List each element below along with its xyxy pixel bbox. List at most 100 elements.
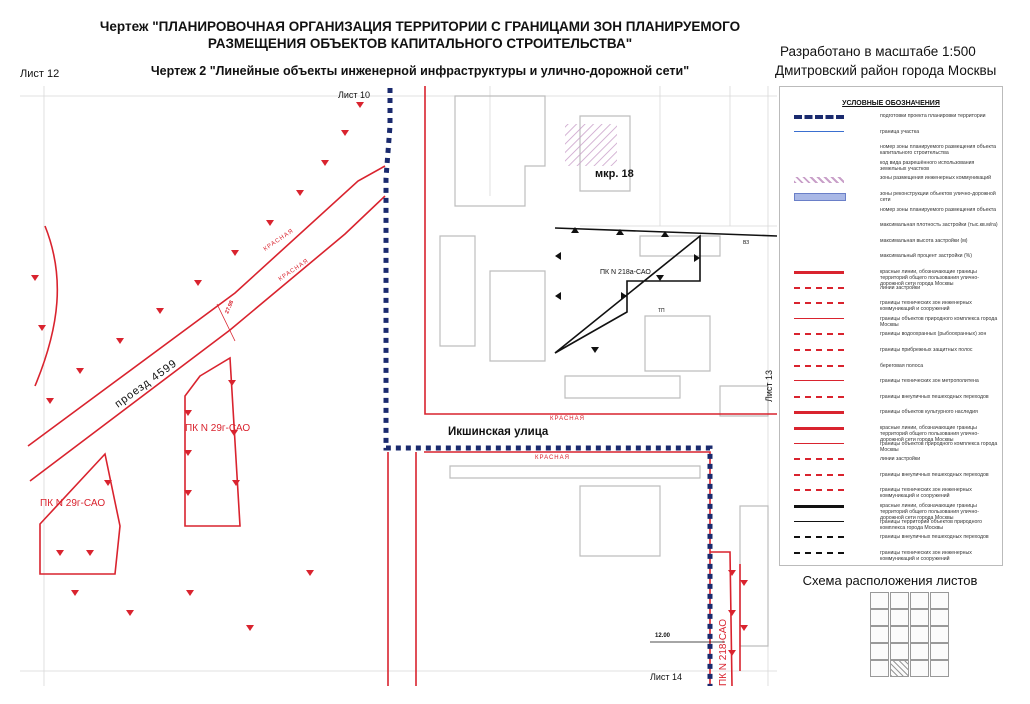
legend-item: границы внеуличных пешеходных переходов xyxy=(786,472,996,484)
tick xyxy=(186,590,194,596)
legend-symbol xyxy=(794,240,844,246)
legend-text: номер зоны планируемого размещения объек… xyxy=(880,144,997,157)
schema-cell[interactable] xyxy=(910,643,929,660)
map-canvas[interactable]: 27.98 12.00 КРАСНАЯ КРАСНАЯ КРАСНАЯ КРАС… xyxy=(20,86,777,686)
legend-symbol xyxy=(794,551,844,560)
legend-symbol xyxy=(794,473,844,482)
drawing-subtitle: Чертеж 2 "Линейные объекты инженерной ин… xyxy=(150,64,690,78)
neighbor-sheet-bottom[interactable]: Лист 14 xyxy=(650,672,682,682)
district-name: Дмитровский район города Москвы xyxy=(775,63,997,78)
drawing-title-line1: Чертеж "ПЛАНИРОВОЧНАЯ ОРГАНИЗАЦИЯ ТЕРРИТ… xyxy=(99,19,741,34)
legend-text: границы внеуличных пешеходных переходов xyxy=(880,393,989,400)
legend-item: границы объектов культурного наследия xyxy=(786,409,996,421)
legend-item: максимальная плотность застройки (тыс.кв… xyxy=(786,222,998,234)
building xyxy=(579,485,661,557)
legend-item: границы внеуличных пешеходных переходов xyxy=(786,394,996,406)
schema-cell[interactable] xyxy=(930,592,949,609)
dimension-label: 27.98 xyxy=(224,300,235,315)
schema-cell[interactable] xyxy=(910,660,929,677)
tick xyxy=(740,625,748,631)
legend-text: код вида разрешённого использования земе… xyxy=(880,159,975,172)
schema-cell[interactable] xyxy=(930,643,949,660)
legend-text: зоны размещения инженерных коммуникаций xyxy=(880,175,992,182)
schema-cell[interactable] xyxy=(890,592,909,609)
legend-symbol xyxy=(794,505,844,514)
tick xyxy=(231,250,239,256)
tick xyxy=(38,325,46,331)
legend-panel: УСЛОВНЫЕ ОБОЗНАЧЕНИЯ подготовки проекта … xyxy=(779,86,1003,566)
legend-symbol xyxy=(794,333,844,341)
legend-text: подготовки проекта планировки территории xyxy=(880,113,986,119)
neighbor-sheet-right[interactable]: Лист 13 xyxy=(764,370,774,402)
legend-item: красные линии, обозначающие границы терр… xyxy=(786,503,996,521)
legend-item: красные линии, обозначающие границы терр… xyxy=(786,425,996,443)
tick xyxy=(56,550,64,556)
legend-symbol xyxy=(794,317,844,325)
street-label-ikshinskaya: Икшинская улица xyxy=(448,426,549,438)
schema-cell[interactable] xyxy=(870,609,889,626)
schema-cell[interactable] xyxy=(890,626,909,643)
legend-item: красные линии, обозначающие границы терр… xyxy=(786,269,996,287)
schema-cell[interactable] xyxy=(870,626,889,643)
schema-cell[interactable] xyxy=(910,592,929,609)
building xyxy=(439,235,476,347)
red-line-proezd-south xyxy=(29,195,386,482)
street-label-proezd: проезд 4599 xyxy=(113,357,180,410)
legend-text: границы территорий объектов природного к… xyxy=(880,518,982,531)
legend-symbol xyxy=(794,209,844,215)
legend-item: максимальный процент застройки (%) xyxy=(786,253,996,265)
legend-symbol xyxy=(794,520,844,528)
legend-symbol xyxy=(794,271,844,280)
tick xyxy=(728,570,736,576)
tick xyxy=(232,480,240,486)
legend-text: границы технических зон инженерных комму… xyxy=(880,487,972,500)
red-line-label: КРАСНАЯ xyxy=(278,258,310,283)
tick xyxy=(71,590,79,596)
legend-text: граница участка xyxy=(880,128,920,135)
schema-cell[interactable] xyxy=(930,660,949,677)
legend-text: номер зоны планируемого размещения объек… xyxy=(880,206,997,213)
neighbor-sheet-top[interactable]: Лист 10 xyxy=(338,90,370,100)
tick xyxy=(194,280,202,286)
legend-text: границы прибрежных защитных полос xyxy=(880,347,973,353)
building xyxy=(644,315,711,372)
red-line-plot-218 xyxy=(710,551,733,686)
tick xyxy=(31,275,39,281)
schema-cell[interactable] xyxy=(910,626,929,643)
schema-cell[interactable] xyxy=(870,592,889,609)
legend-item: зоны реконструкции объектов улично-дорож… xyxy=(786,191,996,203)
legend-symbol xyxy=(794,458,844,466)
legend-symbol xyxy=(794,115,844,125)
schema-cell[interactable] xyxy=(930,609,949,626)
red-line-plot-29g-lower xyxy=(39,452,121,575)
schema-cell[interactable] xyxy=(870,643,889,660)
legend-symbol xyxy=(794,162,844,168)
legend-symbol xyxy=(794,302,844,310)
legend-item: зоны размещения инженерных коммуникаций xyxy=(786,175,996,187)
legend-text: границы объектов природного комплекса го… xyxy=(880,315,998,328)
legend-text: максимальная плотность застройки (тыс.кв… xyxy=(880,222,998,229)
schema-cell[interactable] xyxy=(930,626,949,643)
legend-item: границы водоохранных (рыбоохранных) зон xyxy=(786,331,996,343)
schema-cell[interactable] xyxy=(890,643,909,660)
red-line-plot-29g-upper xyxy=(184,356,241,527)
project-boundary-line xyxy=(383,88,713,686)
legend-item: граница участка xyxy=(786,129,996,141)
schema-cell[interactable] xyxy=(890,660,909,677)
red-line-label: КРАСНАЯ xyxy=(535,455,570,461)
schema-cell[interactable] xyxy=(890,609,909,626)
legend-symbol xyxy=(794,442,844,450)
legend-symbol xyxy=(794,427,844,436)
plot-label-218: ПК N 218-САО xyxy=(718,619,729,686)
legend-item: границы внеуличных пешеходных переходов xyxy=(786,534,996,546)
schema-cell[interactable] xyxy=(870,660,889,677)
legend-item: границы объектов природного комплекса го… xyxy=(786,316,997,328)
legend-item: линии застройки xyxy=(786,285,996,297)
plot-label-29g-upper: ПК N 29г-САО xyxy=(185,423,250,434)
legend-text: границы внеуличных пешеходных переходов xyxy=(880,534,989,541)
red-line-label: КРАСНАЯ xyxy=(550,416,585,422)
tick xyxy=(46,398,54,404)
tick xyxy=(76,368,84,374)
schema-cell[interactable] xyxy=(910,609,929,626)
